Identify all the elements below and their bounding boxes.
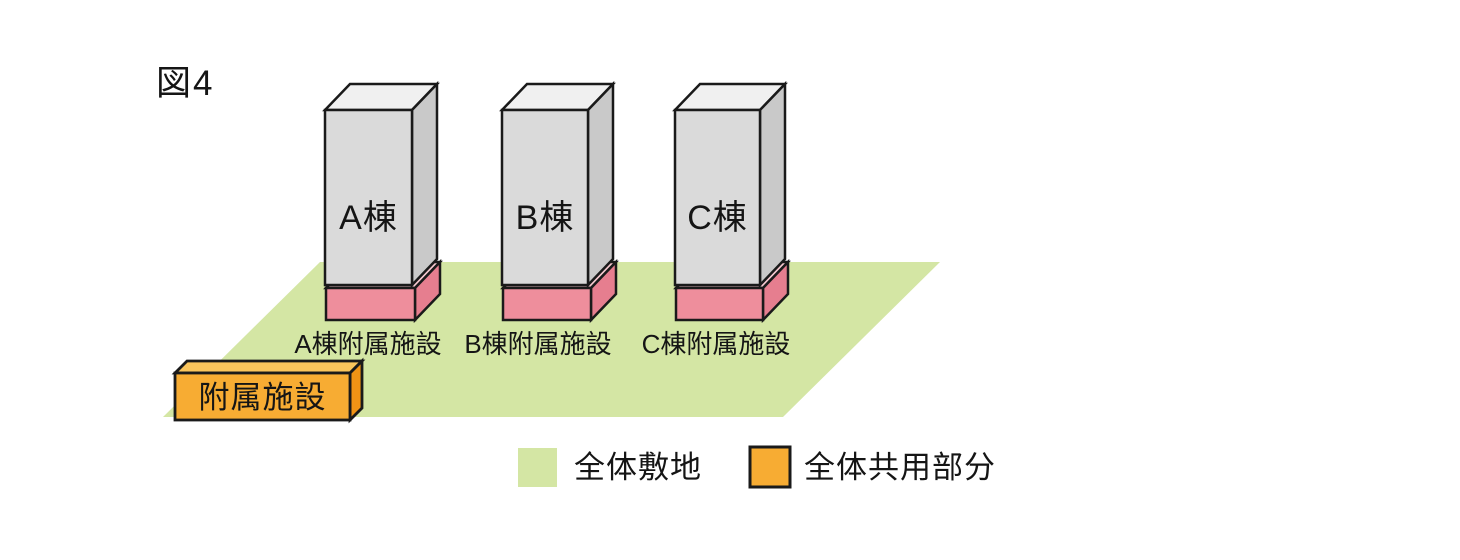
- building-c-front-face: [673, 108, 762, 287]
- annex-c-front-face: [674, 286, 765, 322]
- legend-swatch-common-orange: [748, 445, 792, 489]
- building-a-group: [322, 80, 443, 324]
- annex-a-label: A棟附属施設: [294, 329, 442, 359]
- building-a-side-face: [410, 80, 439, 289]
- building-b-front-face: [500, 108, 590, 287]
- building-a-front-face: [323, 108, 414, 287]
- standalone-annex-label: 附属施設: [198, 380, 327, 415]
- building-a-label: A棟: [339, 199, 398, 237]
- legend-swatch-site-green: [518, 448, 557, 487]
- standalone-annex-side-face: [348, 357, 364, 424]
- building-b-group: [499, 80, 619, 324]
- legend-label-common: 全体共用部分: [804, 450, 996, 485]
- standalone-annex-box: [171, 357, 366, 424]
- building-c-group: [672, 80, 791, 324]
- standalone-annex-top-face: [171, 359, 366, 375]
- legend-label-site: 全体敷地: [574, 450, 702, 485]
- annex-b-label: B棟附属施設: [464, 329, 612, 359]
- annex-c-label: C棟附属施設: [641, 329, 791, 359]
- annex-b-front-face: [501, 286, 593, 322]
- building-c-label: C棟: [687, 199, 748, 237]
- figure-label: 図4: [156, 64, 215, 103]
- building-b-side-face: [586, 80, 615, 289]
- building-c-side-face: [758, 80, 787, 289]
- standalone-annex-front-face: [173, 371, 352, 422]
- building-b-label: B棟: [515, 199, 575, 237]
- annex-a-front-face: [324, 286, 417, 322]
